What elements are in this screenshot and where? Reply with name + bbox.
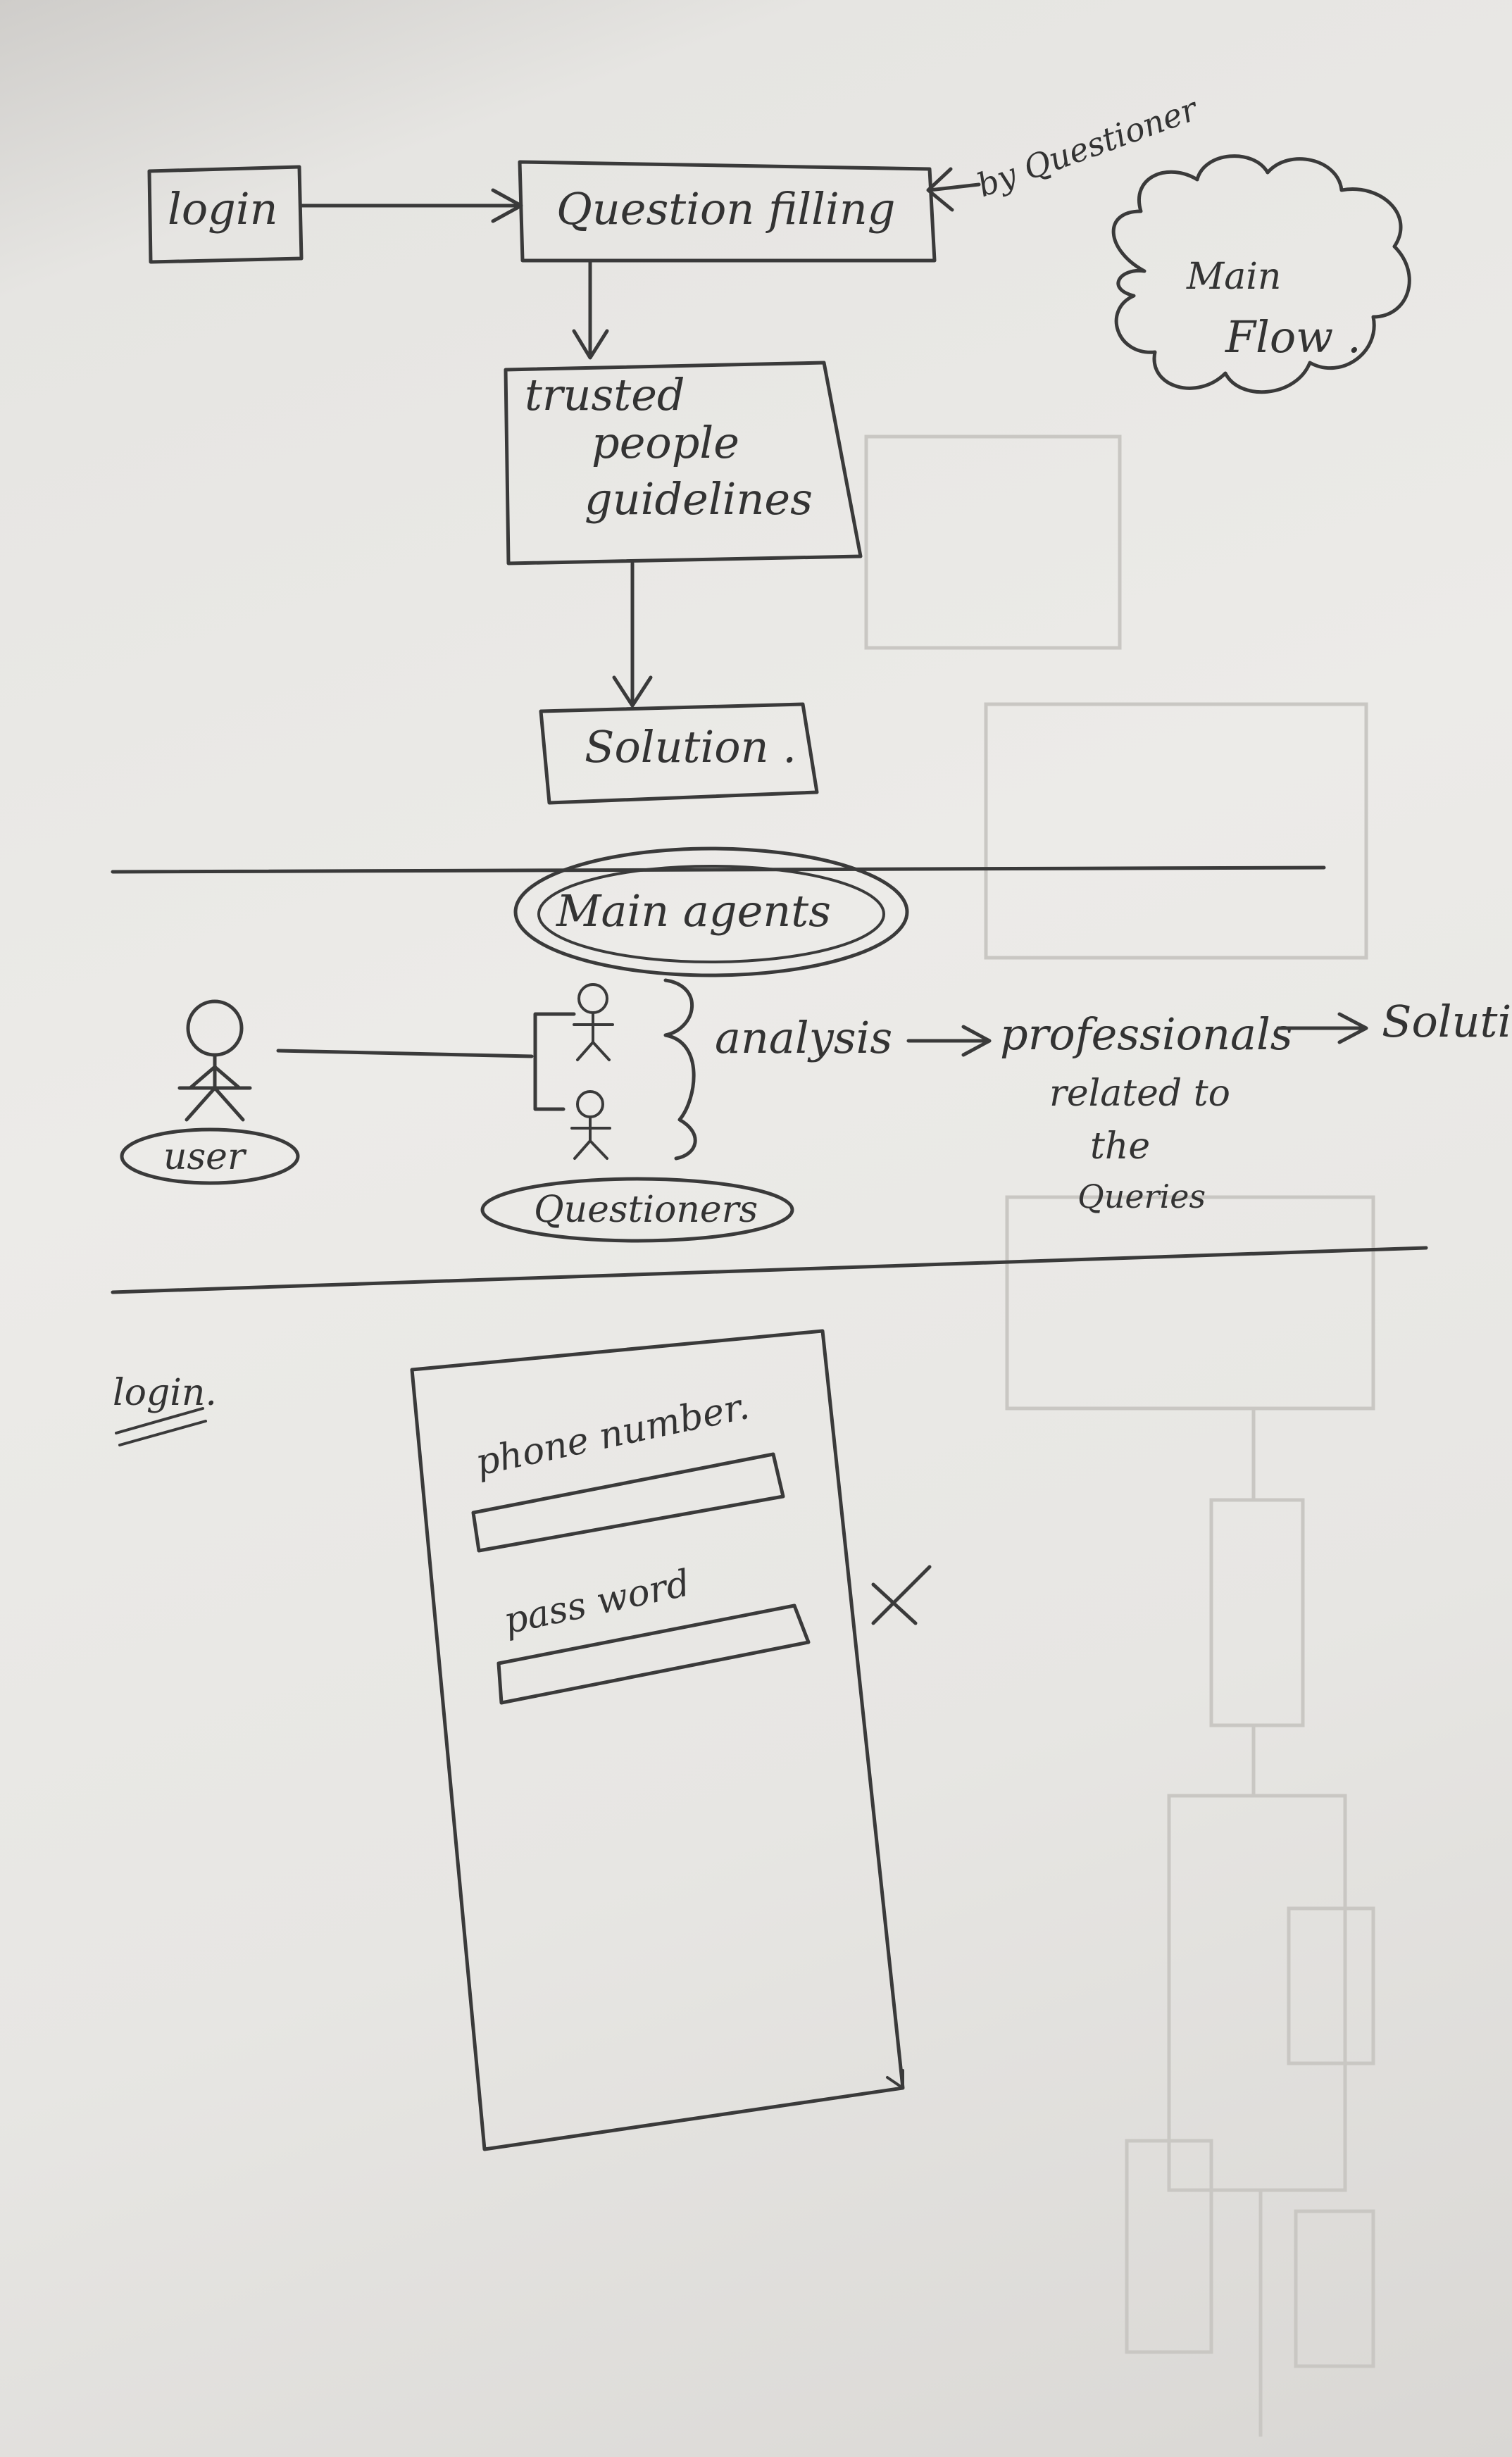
user-connector-line (276, 1049, 534, 1058)
password-field (496, 1603, 811, 1705)
questioners-label: Questioners (534, 1189, 758, 1231)
user-label: user (163, 1136, 247, 1178)
bleed-through-marks (864, 434, 1375, 2437)
trusted-line1: trusted (525, 369, 685, 420)
phone-number-label: phone number. (472, 1385, 753, 1484)
professionals-label: professionals (1000, 1008, 1293, 1060)
main-agents-oval: Main agents (513, 846, 909, 977)
main-agents-title: Main agents (556, 885, 831, 937)
arrow-by-questioner (926, 167, 981, 212)
arrow-trusted-to-solution (612, 561, 653, 708)
login-box: login (147, 165, 304, 264)
questioners-bracket (533, 1012, 576, 1111)
arrow-analysis-to-professionals (906, 1025, 992, 1057)
related-line3: Queries (1077, 1177, 1206, 1215)
by-questioner-note: by Questioner (972, 89, 1204, 204)
section-divider-1 (111, 865, 1326, 874)
agents-solution-label: Solution (1382, 996, 1512, 1047)
related-line2: the (1090, 1125, 1150, 1168)
questioner-figure-2 (570, 1090, 611, 1160)
main-flow-line1: Main (1186, 256, 1281, 298)
trusted-line2: people (592, 417, 739, 468)
arrow-professionals-to-solution (1276, 1012, 1368, 1044)
login-heading-label: login. (113, 1372, 217, 1414)
main-flow-cloud: Main Flow . (1111, 154, 1411, 394)
phone-number-field (471, 1452, 785, 1553)
trusted-line3: guidelines (585, 473, 813, 525)
user-stick-figure (177, 999, 252, 1122)
question-filling-box: Question filling (518, 160, 937, 263)
arrow-question-to-trusted (572, 258, 609, 360)
solution-box-label: Solution . (585, 721, 796, 773)
analysis-brace (663, 978, 697, 1161)
question-filling-label: Question filling (556, 183, 895, 235)
analysis-label: analysis (715, 1012, 892, 1063)
main-flow-line2: Flow . (1225, 311, 1361, 363)
questioners-oval: Questioners (480, 1177, 794, 1243)
related-line1: related to (1049, 1073, 1230, 1115)
section-divider-2 (111, 1246, 1428, 1294)
trusted-people-guidelines-box: trusted people guidelines (504, 361, 863, 565)
close-x-icon (871, 1565, 932, 1625)
login-heading: login. (113, 1372, 217, 1446)
questioner-figure-1 (573, 983, 614, 1061)
solution-box: Solution . (539, 702, 819, 805)
arrow-login-to-question (299, 188, 523, 223)
user-oval: user (120, 1127, 300, 1185)
login-box-label: login (168, 183, 278, 235)
phone-screen-outline (410, 1329, 905, 2151)
